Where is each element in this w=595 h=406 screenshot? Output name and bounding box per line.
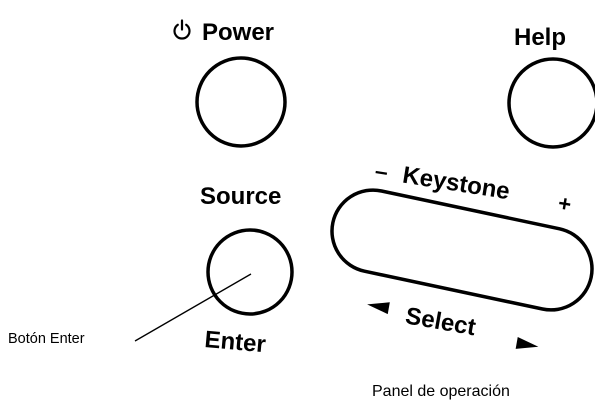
keystone-plus-sign: + bbox=[556, 190, 573, 217]
help-label: Help bbox=[514, 24, 566, 51]
source-label: Source bbox=[200, 183, 281, 210]
select-label: Select bbox=[403, 302, 477, 341]
power-button[interactable] bbox=[195, 56, 287, 148]
enter-callout-label: Botón Enter bbox=[8, 331, 85, 347]
keystone-select-button[interactable] bbox=[324, 182, 595, 317]
enter-label: Enter bbox=[203, 326, 266, 358]
help-button[interactable] bbox=[507, 57, 595, 149]
triangle-right-icon bbox=[515, 337, 539, 349]
source-enter-button[interactable] bbox=[206, 228, 294, 316]
diagram-caption: Panel de operación bbox=[372, 383, 510, 400]
power-label: Power bbox=[202, 19, 274, 46]
keystone-minus-sign: – bbox=[373, 157, 390, 185]
triangle-left-icon bbox=[367, 302, 390, 315]
enter-callout-line bbox=[134, 273, 252, 342]
power-icon bbox=[173, 19, 191, 40]
